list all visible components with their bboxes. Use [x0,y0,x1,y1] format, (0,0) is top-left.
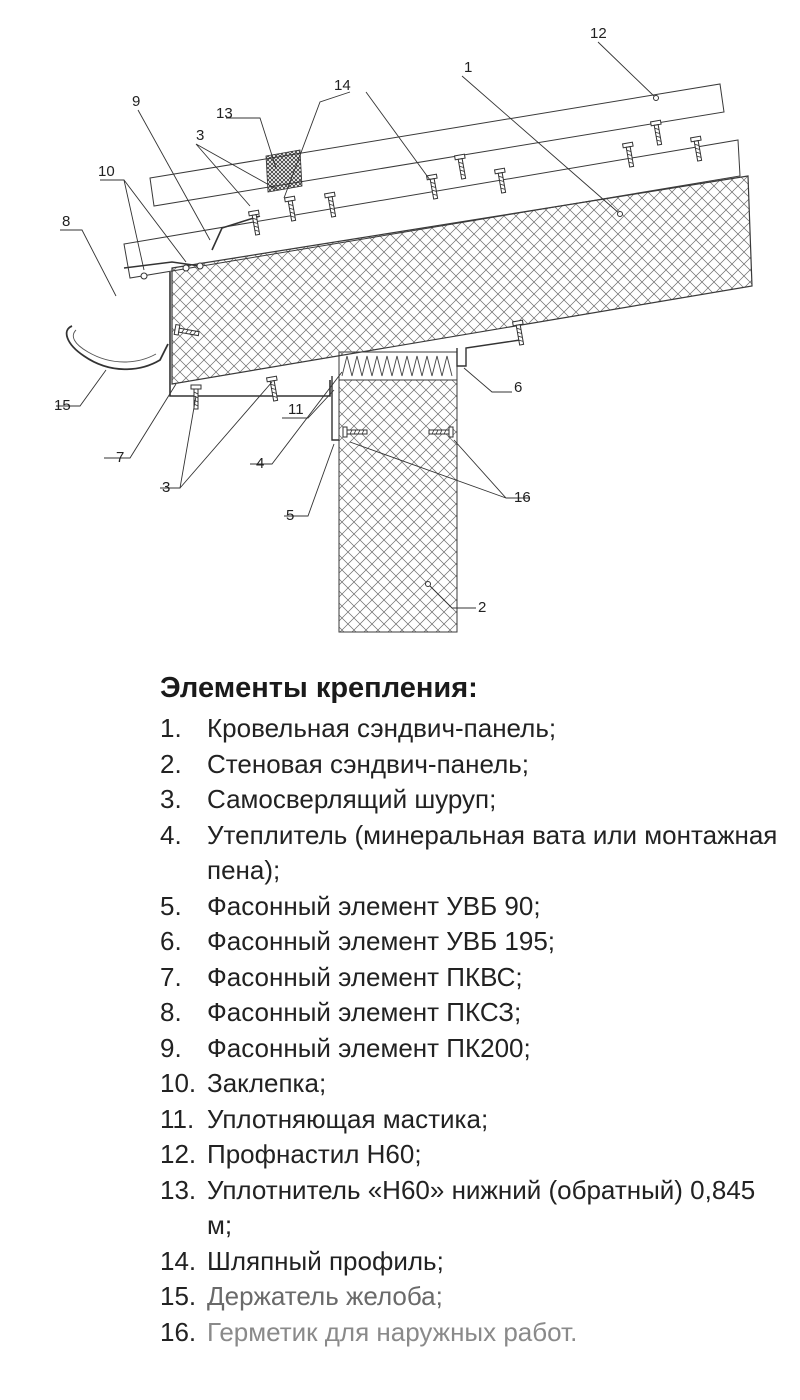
callout-7: 7 [116,449,124,466]
gutter-inner [72,329,157,363]
callout-13: 13 [216,105,233,122]
roof-junction-diagram: 12 1 14 9 13 3 10 8 15 7 3 4 11 5 6 16 2 [54,25,753,633]
legend-item: 14.Шляпный профиль; [160,1245,444,1276]
hat-profile-band [123,139,741,279]
rivet [140,272,148,280]
rivet [182,264,190,272]
legend-item: 7.Фасонный элемент ПКВС; [160,961,523,992]
gutter [65,325,169,371]
flashing-uvb195 [456,339,521,367]
legend-item: 1.Кровельная сэндвич-панель; [160,713,557,743]
callout-15: 15 [54,397,71,414]
legend-item: 11.Уплотняющая мастика; [160,1103,489,1134]
callout-1: 1 [464,59,472,76]
callout-3: 3 [196,127,204,144]
callout-3b: 3 [162,479,170,496]
flashing-pksz [123,261,201,269]
callout-6: 6 [514,379,522,396]
callout-5: 5 [286,507,294,524]
callout-10: 10 [98,163,115,180]
callout-12: 12 [590,25,607,42]
seal-block [265,149,303,193]
legend-item: 3.Самосверлящий шуруп; [160,784,497,814]
callout-16: 16 [514,489,531,506]
callout-2: 2 [478,599,486,616]
callout-11: 11 [288,401,304,418]
wall-sandwich-panel [338,379,458,633]
callout-8: 8 [62,213,70,230]
flashing-pk200 [211,215,261,251]
legend-item: 2.Стеновая сэндвич-панель; [160,748,530,779]
legend-item: 13.Уплотнитель «Н60» нижний (обратный) 0… [160,1174,756,1241]
fastening-legend: Элементы крепления: 1.Кровельная сэндвич… [160,672,780,1350]
legend-item: 9.Фасонный элемент ПК200; [160,1032,531,1063]
flashing-uvb90 [331,376,339,441]
callout-4: 4 [256,455,264,472]
legend-item: 15.Держатель желоба; [160,1281,443,1311]
legend-item: 12.Профнастил Н60; [160,1139,422,1169]
legend-item: 4.Утеплитель (минеральная вата или монта… [160,819,778,886]
legend-title: Элементы крепления: [160,672,478,704]
insulation-zigzag [341,355,453,377]
callout-14: 14 [334,77,351,94]
legend-item: 16.Герметик для наружных работ. [160,1316,578,1347]
callout-9: 9 [132,93,140,110]
legend-item: 10.Заклепка; [160,1068,327,1098]
legend-item: 6.Фасонный элемент УВБ 195; [160,926,556,956]
roof-sandwich-panel [171,175,753,385]
rivet [196,262,204,270]
corrugated-deck [149,83,725,207]
legend-list: 1.Кровельная сэндвич-панель; 2.Стеновая … [160,711,780,1350]
legend-item: 5.Фасонный элемент УВБ 90; [160,890,541,921]
legend-item: 8.Фасонный элемент ПКСЗ; [160,997,522,1027]
